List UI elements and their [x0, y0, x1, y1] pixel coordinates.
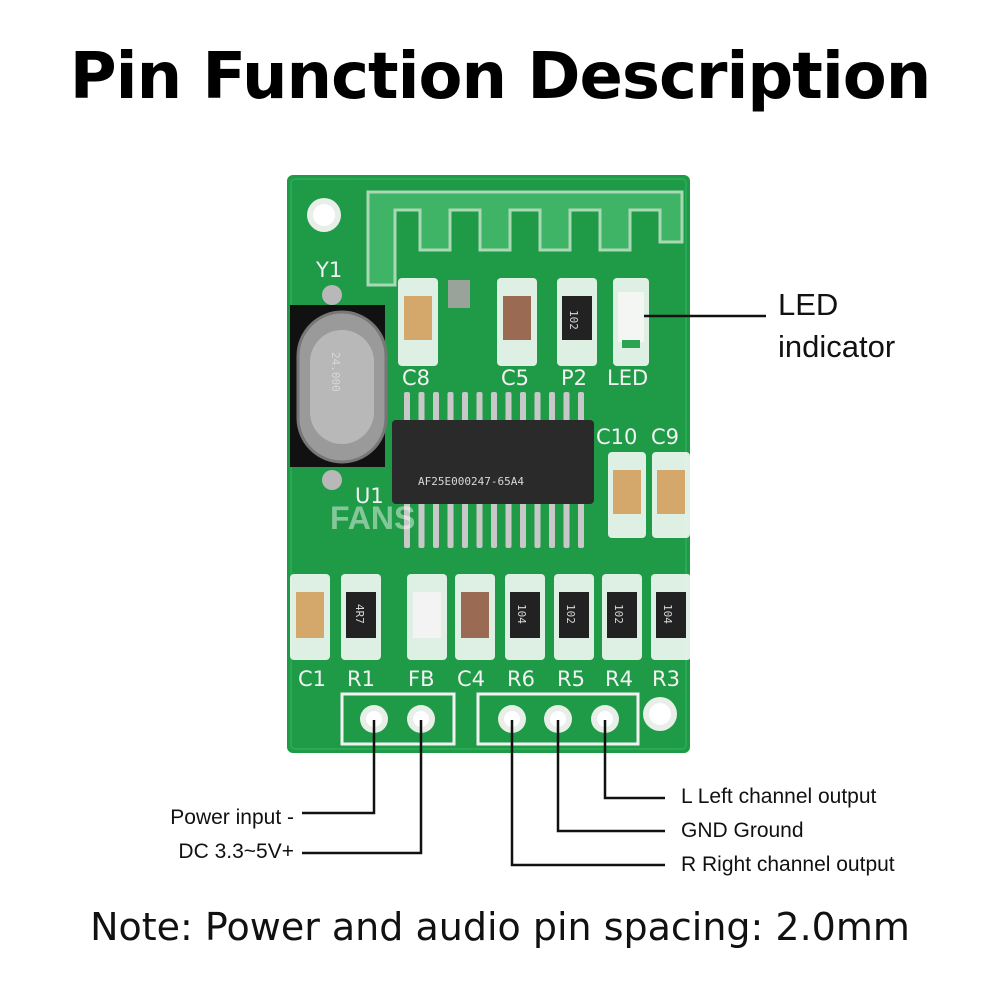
silk-c9: C9	[651, 425, 679, 449]
chip-pin	[578, 392, 584, 422]
chip-pin	[549, 502, 555, 548]
crystal-y1	[290, 285, 388, 490]
smd-body	[510, 592, 540, 638]
chip-pin	[491, 502, 497, 548]
marking-r5: 102	[564, 604, 577, 624]
silk-y1: Y1	[315, 258, 342, 282]
chip-pin	[505, 392, 512, 422]
chip-pin	[404, 502, 410, 548]
chip-pin	[433, 502, 439, 548]
chip-pin	[462, 502, 468, 548]
marking-r4: 102	[612, 604, 625, 624]
chip-pin	[462, 392, 468, 422]
left-output-label: L Left channel output	[681, 785, 877, 808]
chip-pin	[476, 392, 483, 422]
header-pin-hole	[413, 711, 429, 727]
silk-r3: R3	[652, 667, 680, 691]
watermark: FANS	[330, 500, 416, 536]
chip-pin	[476, 502, 483, 548]
header-pin-hole	[366, 711, 382, 727]
silk-c8: C8	[402, 366, 430, 390]
chip-pin	[534, 502, 541, 548]
power-positive-leader	[302, 720, 423, 855]
page-title: Pin Function Description	[69, 40, 932, 114]
right-output-leader	[510, 720, 665, 867]
smd-body	[656, 592, 686, 638]
smd-body	[346, 592, 376, 638]
chip-u1	[404, 392, 584, 548]
power-positive-label: DC 3.3~5V+	[178, 840, 294, 863]
header-pin-hole	[550, 711, 566, 727]
marking-r6: 104	[515, 604, 528, 624]
ground-leader	[556, 720, 665, 833]
smd-body	[559, 592, 589, 638]
smd-body	[413, 592, 441, 638]
chip-pin	[549, 392, 555, 422]
smd-body	[607, 592, 637, 638]
chip-pin	[447, 392, 454, 422]
chip-pin	[433, 392, 439, 422]
silk-r6: R6	[507, 667, 535, 691]
silk-p2: P2	[561, 366, 587, 390]
led-label-line2: indicator	[778, 329, 896, 364]
chip-pin	[563, 502, 570, 548]
power-negative-label: Power input -	[170, 806, 294, 829]
silk-c10: C10	[596, 425, 637, 449]
silk-u1: U1	[355, 484, 384, 508]
silk-r5: R5	[557, 667, 585, 691]
chip-pin	[520, 502, 526, 548]
marking-r3: 104	[661, 604, 674, 624]
chip-pin	[534, 392, 541, 422]
led-label-line1: LED	[778, 287, 839, 322]
silk-fb: FB	[408, 667, 435, 691]
antenna-trace	[366, 190, 684, 287]
chip-pin	[578, 502, 584, 548]
silk-r4: R4	[605, 667, 633, 691]
power-pin-outline	[340, 692, 456, 746]
chip-pin	[418, 392, 425, 422]
chip-pin	[404, 392, 410, 422]
chip-pin	[491, 392, 497, 422]
silk-led: LED	[607, 366, 648, 390]
capacitor-c5	[497, 278, 537, 366]
chip-pin	[563, 392, 570, 422]
pin-spacing-note: Note: Power and audio pin spacing: 2.0mm	[90, 905, 910, 949]
silk-c5: C5	[501, 366, 529, 390]
chip-pin	[505, 502, 512, 548]
chip-pin	[418, 502, 425, 548]
right-output-label: R Right channel output	[681, 853, 895, 876]
chip-pin	[520, 392, 526, 422]
smd-body	[461, 592, 489, 638]
silk-c1: C1	[298, 667, 326, 691]
power-negative-leader	[302, 720, 376, 815]
header-pin-hole	[504, 711, 520, 727]
led-component	[613, 278, 649, 366]
crystal-marking: 24.000	[329, 352, 342, 392]
led-indicator-label: LED indicator	[778, 284, 895, 368]
chip-u1-body	[392, 420, 594, 504]
ground-label: GND Ground	[681, 819, 804, 842]
smd-body	[296, 592, 324, 638]
marking-r1: 4R7	[353, 604, 366, 624]
capacitor-c8	[398, 278, 438, 366]
silk-c4: C4	[457, 667, 485, 691]
resistor-p2	[557, 278, 597, 366]
silk-r1: R1	[347, 667, 375, 691]
capacitor-c10	[608, 452, 646, 538]
left-output-leader	[603, 720, 665, 800]
header-pin-hole	[597, 711, 613, 727]
marking-p2: 102	[567, 310, 580, 330]
capacitor-c9	[652, 452, 690, 538]
chip-pin	[447, 502, 454, 548]
chip-marking: AF25E000247-65A4	[418, 475, 524, 488]
